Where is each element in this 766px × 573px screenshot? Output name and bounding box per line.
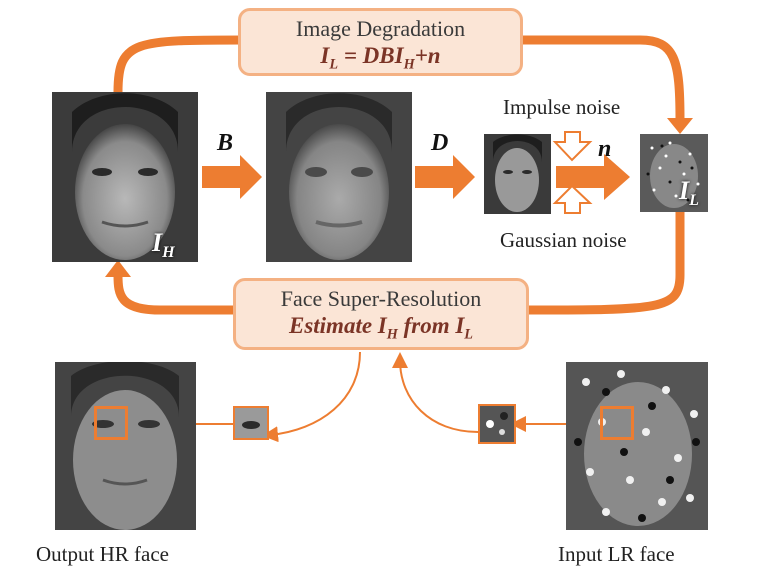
arrow-gaussian	[552, 184, 593, 214]
input-lr-face-caption: Input LR face	[558, 542, 675, 566]
downsampled-face-image	[484, 134, 551, 214]
arrow-d	[415, 155, 475, 199]
output-hr-face-image	[55, 362, 196, 530]
input-patch-image	[478, 404, 516, 444]
image-degradation-box: Image Degradation IL = DBIH+n	[238, 8, 523, 76]
lr-image-label: IL	[679, 176, 699, 210]
loop-top-right	[520, 35, 685, 121]
input-lr-patch-box	[600, 406, 634, 440]
loop-bottom-arrowhead	[105, 260, 131, 277]
hr-face-image	[52, 92, 198, 262]
curve-from-input	[392, 352, 479, 433]
lr-noisy-face-image	[640, 134, 708, 212]
image-degradation-title: Image Degradation	[295, 16, 466, 41]
downsample-operator-label: D	[431, 130, 449, 156]
noise-operator-label: n	[598, 136, 612, 162]
input-lr-face-image	[566, 362, 708, 530]
arrow-impulse	[552, 131, 593, 162]
curve-to-output	[262, 351, 361, 443]
output-hr-patch-box	[94, 406, 128, 440]
loop-bottom-left	[113, 274, 245, 315]
blurred-face-image	[266, 92, 412, 262]
face-super-resolution-box: Face Super-Resolution Estimate IH from I…	[233, 278, 529, 350]
output-hr-face-caption: Output HR face	[36, 542, 169, 566]
gaussian-noise-label: Gaussian noise	[500, 228, 627, 252]
impulse-noise-label: Impulse noise	[503, 95, 621, 119]
loop-top-left	[113, 35, 246, 93]
degradation-formula: IL = DBIH+n	[320, 43, 441, 73]
loop-bottom-right	[519, 212, 685, 315]
face-super-resolution-title: Face Super-Resolution	[280, 286, 482, 311]
blur-operator-label: B	[217, 130, 234, 156]
estimate-formula: Estimate IH from IL	[288, 313, 474, 343]
output-patch-image	[233, 406, 269, 440]
loop-top-arrowhead	[667, 118, 693, 134]
hr-image-label: IH	[152, 228, 175, 262]
arrow-b	[202, 155, 262, 199]
arrow-n	[556, 154, 630, 200]
